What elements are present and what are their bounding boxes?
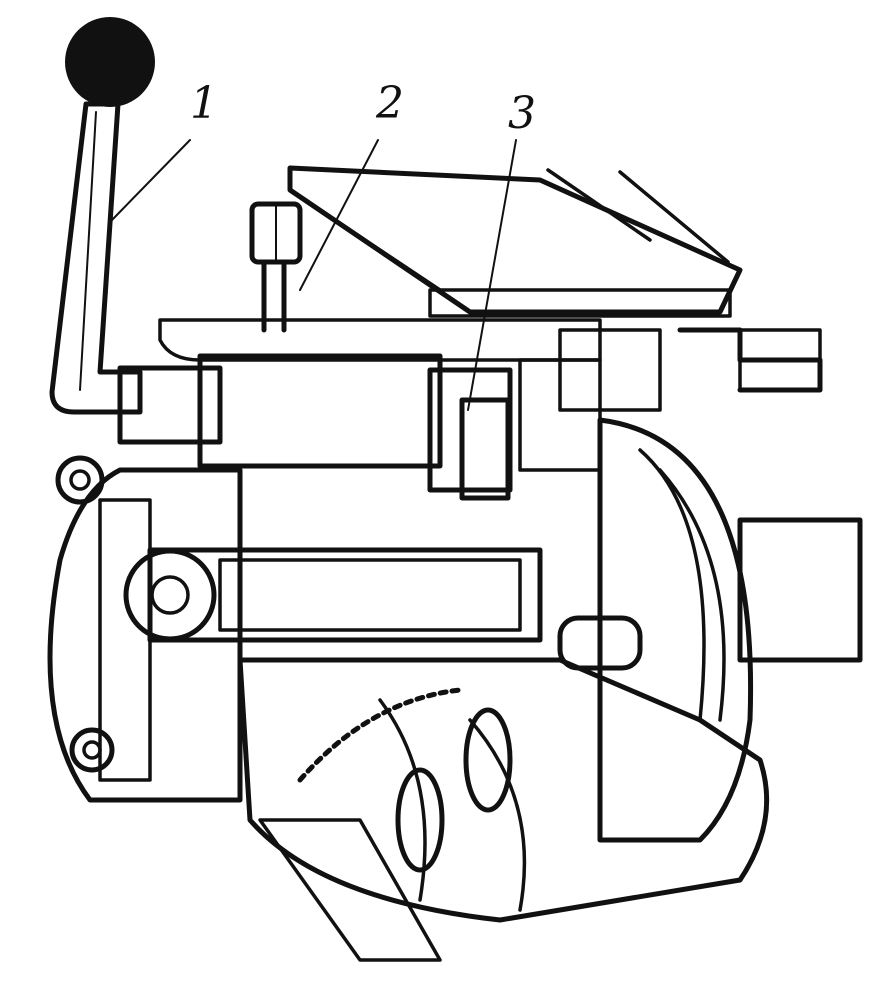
gearbox-housing xyxy=(287,165,743,318)
upper-shaft-housing xyxy=(117,318,602,501)
callout-1: 1 xyxy=(111,78,218,221)
callout-label-1: 1 xyxy=(190,78,218,129)
front-cover xyxy=(47,455,243,803)
callout-label-3: 3 xyxy=(508,88,536,139)
output-shaft xyxy=(737,517,863,663)
callout-3: 3 xyxy=(467,88,536,411)
callout-label-2: 2 xyxy=(375,78,404,129)
clutch-drum xyxy=(597,417,754,843)
lower-gear-drum xyxy=(237,657,770,962)
lever-knob xyxy=(65,17,155,107)
friction-discs xyxy=(518,327,823,472)
hex-bolt-top xyxy=(249,201,303,333)
main-shaft xyxy=(123,547,643,671)
lever-handle xyxy=(49,17,155,415)
callout-2: 2 xyxy=(299,78,404,291)
